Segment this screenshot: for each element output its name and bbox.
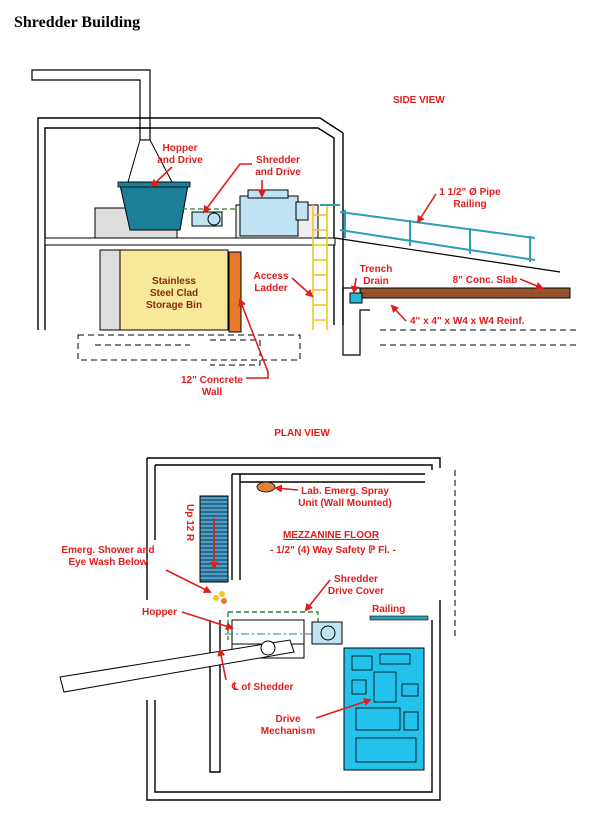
label-reinforcement: 4" x 4" x W4 x W4 Reinf. (390, 304, 525, 327)
label-pipe-railing: 1 1/2" Ø Pipe Railing (416, 187, 501, 224)
ramp-railing (339, 210, 536, 262)
label-drive-mechanism: Drive Mechanism (261, 698, 372, 737)
svg-text:Unit (Wall Mounted): Unit (Wall Mounted) (298, 498, 392, 509)
plan-outer-wall (146, 457, 441, 801)
ramp (334, 237, 561, 273)
conveyor-pulley (260, 640, 276, 656)
plan-railing (369, 615, 429, 621)
plan-view-title: PLAN VIEW (274, 428, 330, 439)
svg-text:Hopper: Hopper (142, 607, 177, 618)
access-ladder (312, 205, 328, 330)
plan-hopper (231, 619, 305, 645)
spray-unit (256, 481, 276, 493)
hopper (119, 184, 189, 231)
emergency-shower (213, 591, 227, 604)
page-title: Shredder Building (14, 14, 141, 31)
svg-text:1 1/2" Ø Pipe: 1 1/2" Ø Pipe (439, 187, 501, 198)
label-trench-drain: Trench Drain (350, 264, 393, 294)
svg-text:Eye Wash Below: Eye Wash Below (68, 557, 147, 568)
svg-text:Ladder: Ladder (254, 283, 287, 294)
svg-text:Mechanism: Mechanism (261, 726, 316, 737)
svg-text:and Drive: and Drive (255, 167, 301, 178)
svg-text:℄ of Shedder: ℄ of Shedder (231, 682, 294, 693)
svg-text:Storage Bin: Storage Bin (146, 300, 202, 311)
label-hopper-plan: Hopper (142, 607, 234, 630)
svg-text:Steel Clad: Steel Clad (150, 288, 198, 299)
building-shell (37, 117, 344, 330)
svg-text:12" Concrete: 12" Concrete (181, 375, 243, 386)
svg-text:4" x 4" x W4 x W4 Reinf.: 4" x 4" x W4 x W4 Reinf. (410, 316, 525, 327)
shredder (239, 195, 299, 237)
plan-partition-lower (209, 620, 221, 773)
plan-coupling (311, 621, 343, 645)
svg-text:Drive: Drive (275, 714, 300, 725)
trench-drain (349, 292, 363, 304)
side-view: SIDE VIEW (31, 69, 580, 398)
storage-bin-side (99, 249, 121, 331)
label-access-ladder: Access Ladder (253, 271, 314, 298)
label-mezzanine: MEZZANINE FLOOR - 1/2" (4) Way Safety ℙ … (270, 530, 396, 556)
label-slab: 8" Conc. Slab (453, 275, 544, 290)
building-shell-inner (44, 127, 335, 330)
label-drive-cover: Shredder Drive Cover (304, 574, 384, 612)
exhaust-stack (31, 69, 151, 141)
mezzanine-deck (44, 237, 336, 246)
label-shredder: Shredder and Drive (202, 155, 301, 214)
shredder-motor (295, 201, 309, 221)
svg-text:Lab. Emerg. Spray: Lab. Emerg. Spray (301, 486, 389, 497)
svg-text:Drain: Drain (363, 276, 389, 287)
label-concrete-wall: 12" Concrete Wall (181, 298, 269, 398)
concrete-wall (228, 251, 242, 333)
plan-inner-wall (154, 464, 433, 793)
svg-text:Stainless: Stainless (152, 276, 196, 287)
hopper-hood (127, 139, 173, 183)
side-view-title: SIDE VIEW (393, 95, 445, 106)
svg-text:Emerg. Shower and: Emerg. Shower and (61, 545, 154, 556)
conveyor (59, 639, 295, 693)
label-emergency-shower: Emerg. Shower and Eye Wash Below (61, 545, 212, 593)
plan-partition (231, 473, 425, 580)
label-hopper: Hopper and Drive (150, 143, 203, 188)
svg-text:8" Conc. Slab: 8" Conc. Slab (453, 275, 518, 286)
label-centerline: ℄ of Shedder (217, 648, 294, 693)
svg-text:Wall: Wall (202, 387, 222, 398)
svg-text:Shredder: Shredder (256, 155, 300, 166)
shredder-top (247, 189, 289, 199)
plan-view: PLAN VIEW (59, 428, 456, 801)
svg-text:Drive Cover: Drive Cover (328, 586, 384, 597)
drive-mechanism (343, 647, 425, 771)
svg-text:and Drive: and Drive (157, 155, 203, 166)
svg-text:Shredder: Shredder (334, 574, 378, 585)
label-stairs: Up 12 R (184, 504, 195, 542)
svg-text:- 1/2" (4) Way Safety ℙ Fl. -: - 1/2" (4) Way Safety ℙ Fl. - (270, 545, 396, 556)
label-storage-bin: Stainless Steel Clad Storage Bin (146, 276, 202, 311)
coupling (191, 211, 223, 227)
label-spray-unit: Lab. Emerg. Spray Unit (Wall Mounted) (274, 484, 392, 509)
svg-text:Trench: Trench (360, 264, 393, 275)
foundations (77, 329, 580, 366)
label-railing: Railing (372, 604, 405, 615)
svg-text:Access: Access (253, 271, 288, 282)
svg-text:Railing: Railing (453, 199, 486, 210)
svg-text:MEZZANINE FLOOR: MEZZANINE FLOOR (283, 530, 380, 541)
svg-text:Hopper: Hopper (163, 143, 198, 154)
